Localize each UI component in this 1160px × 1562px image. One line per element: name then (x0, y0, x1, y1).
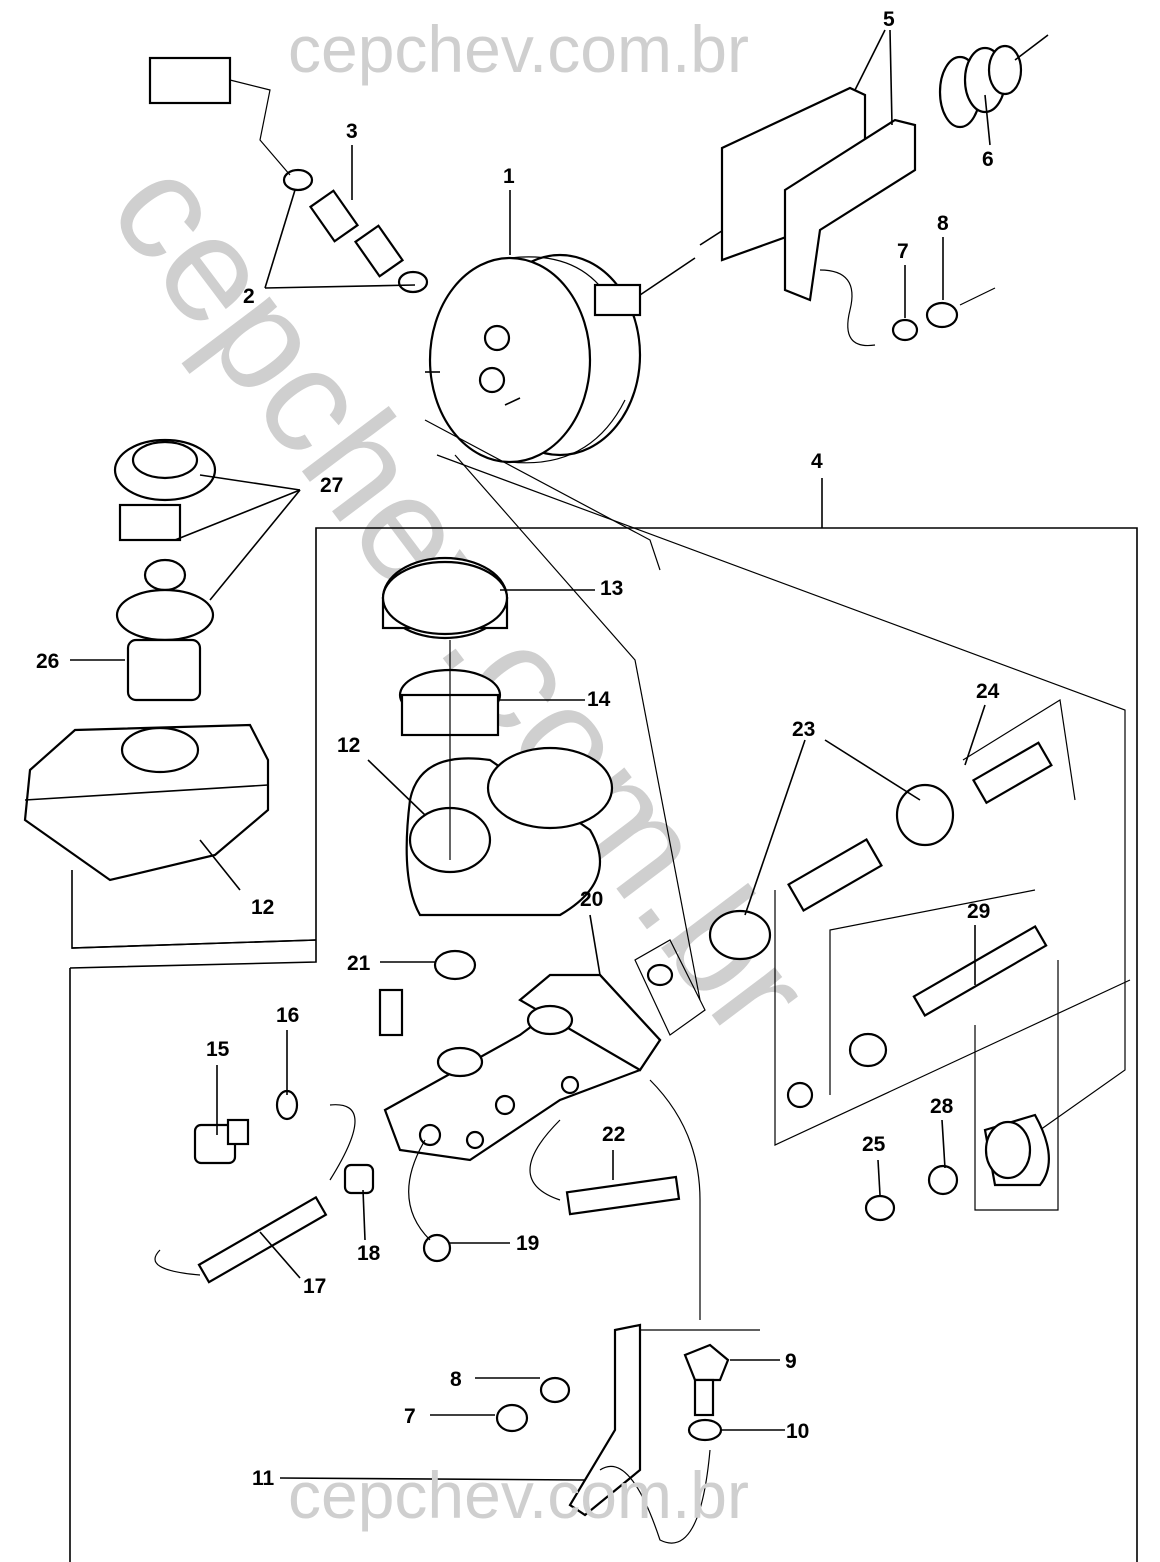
leader-line (264, 284, 416, 289)
leader-line (984, 94, 991, 146)
nuts-washers-top (819, 269, 996, 347)
leader-line (209, 489, 301, 601)
callout-9: 9 (785, 1350, 797, 1373)
small-parts (154, 1089, 681, 1284)
callout-3: 3 (346, 120, 358, 143)
callout-23: 23 (792, 718, 815, 741)
callout-8: 8 (937, 212, 949, 235)
master-cylinder (378, 949, 662, 1162)
leader-line (964, 704, 986, 766)
reservoir-center (381, 556, 614, 917)
leader-line (199, 474, 301, 491)
callout-29: 29 (967, 900, 990, 923)
reservoir-left (23, 438, 270, 882)
callout-21: 21 (347, 952, 371, 975)
callout-11: 11 (252, 1467, 275, 1490)
callout-7: 7 (897, 240, 909, 263)
callout-24: 24 (976, 680, 1000, 703)
callout-2: 2 (243, 285, 255, 308)
callout-1: 1 (503, 165, 515, 188)
callout-10: 10 (786, 1420, 809, 1443)
callout-27: 27 (320, 474, 343, 497)
leader-line (941, 1119, 946, 1169)
callout-20: 20 (580, 888, 603, 911)
callout-14: 14 (587, 688, 611, 711)
callout-15: 15 (206, 1038, 230, 1061)
callout-25: 25 (862, 1133, 886, 1156)
callout-28: 28 (930, 1095, 954, 1118)
leader-line (877, 1159, 881, 1196)
callout-12: 12 (251, 896, 274, 919)
leader-line (589, 914, 601, 976)
callout-4: 4 (811, 450, 823, 473)
leader-line (744, 739, 806, 916)
callout-13: 13 (600, 577, 623, 600)
callout-8: 8 (450, 1368, 462, 1391)
kit-box-outline (69, 478, 1138, 1562)
vacuum-hose-and-clamps (148, 56, 429, 294)
callout-5: 5 (883, 8, 895, 31)
leader-line (367, 759, 426, 816)
callout-22: 22 (602, 1123, 625, 1146)
leader-line (279, 1477, 586, 1481)
callout-17: 17 (303, 1275, 326, 1298)
callout-18: 18 (357, 1242, 381, 1265)
brake-booster (425, 199, 771, 464)
watermark-bottom: cepchev.com.br (288, 1458, 749, 1532)
callout-6: 6 (982, 148, 994, 171)
callout-19: 19 (516, 1232, 539, 1255)
leader-line (889, 29, 893, 126)
callout-12: 12 (337, 734, 360, 757)
callout-26: 26 (36, 650, 59, 673)
boot (938, 34, 1049, 129)
callout-16: 16 (276, 1004, 299, 1027)
leader-line (264, 189, 296, 289)
leader-line (259, 1231, 301, 1279)
leader-line (362, 1189, 366, 1241)
leader-line (199, 839, 241, 891)
booster-brackets (720, 86, 917, 302)
callout-7: 7 (404, 1405, 416, 1428)
pedal-bracket-and-hardware (495, 1079, 760, 1544)
leader-line (824, 739, 921, 801)
leader-line (854, 29, 886, 91)
leader-line (174, 489, 301, 541)
